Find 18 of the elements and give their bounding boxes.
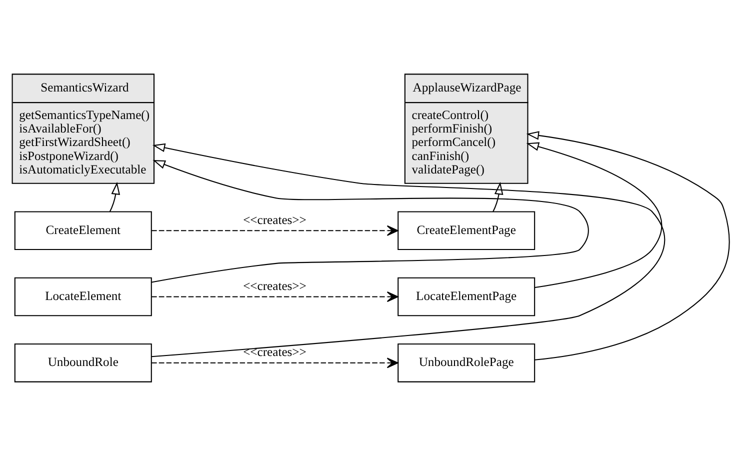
node-box: LocateElement [14, 277, 152, 316]
edge-label: <<creates>> [243, 345, 306, 360]
node-box: UnboundRolePage [398, 343, 536, 382]
arrow [526, 131, 730, 360]
arrow [151, 143, 664, 358]
arrow [526, 142, 662, 288]
node-box: UnboundRole [14, 343, 152, 382]
node-box: LocateElementPage [398, 277, 536, 316]
edge-label: <<creates>> [243, 212, 306, 227]
node-box: CreateElement [14, 211, 152, 250]
arrow [492, 182, 504, 212]
arrow [109, 182, 120, 212]
arrow [152, 225, 398, 236]
arrow [151, 160, 589, 283]
node-box: CreateElementPage [398, 211, 536, 250]
arrow [152, 292, 398, 302]
arrow [152, 358, 398, 368]
edge-label: <<creates>> [243, 279, 306, 294]
